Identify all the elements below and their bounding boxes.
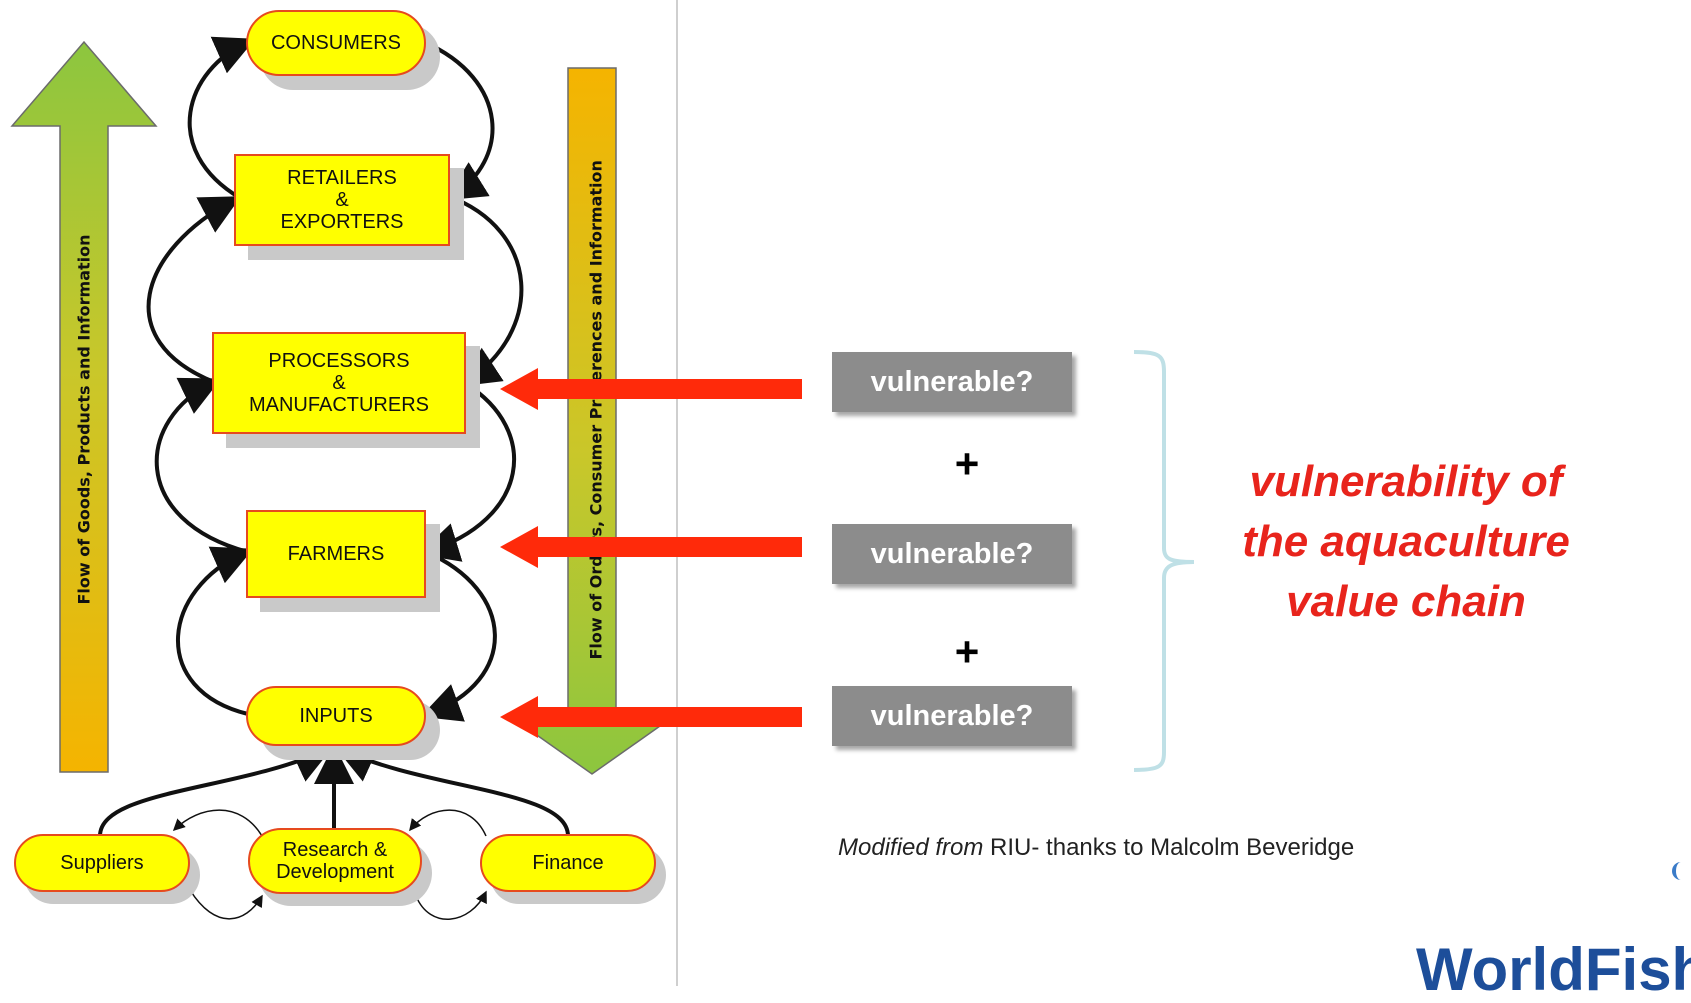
node-farmers: FARMERS (246, 510, 426, 598)
node-inputs: INPUTS (246, 686, 426, 746)
vulnerable-box-farmers: vulnerable? (832, 524, 1072, 584)
flow-up-arrow (10, 40, 158, 773)
red-arrow-inputs (500, 696, 802, 738)
credit-text: RIU- thanks to Malcolm Beveridge (983, 834, 1355, 861)
plus-sign: + (954, 628, 980, 675)
node-research-development: Research & Development (248, 828, 422, 894)
credit-italic: Modified from (838, 834, 984, 861)
right-brace (1133, 350, 1195, 772)
logo-mark-icon (1672, 862, 1690, 880)
diagram-arrows (10, 36, 663, 920)
vulnerable-box-processors: vulnerable? (832, 352, 1072, 412)
node-suppliers: Suppliers (14, 834, 190, 892)
conclusion-text: vulnerability of the aquaculture value c… (1242, 457, 1570, 626)
credit-line: Modified from RIU- thanks to Malcolm Bev… (838, 834, 1354, 862)
worldfish-logo: WorldFish (1416, 936, 1691, 1003)
value-chain-diagram: Flow of Goods, Products and Information … (0, 0, 678, 986)
node-processors-manufacturers: PROCESSORS & MANUFACTURERS (212, 332, 466, 434)
red-arrow-farmers (500, 526, 802, 568)
vulnerable-box-inputs: vulnerable? (832, 686, 1072, 746)
red-arrow-processors (500, 368, 802, 410)
node-finance: Finance (480, 834, 656, 892)
plus-sign: + (954, 440, 980, 487)
node-consumers: CONSUMERS (246, 10, 426, 76)
node-retailers-exporters: RETAILERS & EXPORTERS (234, 154, 450, 246)
